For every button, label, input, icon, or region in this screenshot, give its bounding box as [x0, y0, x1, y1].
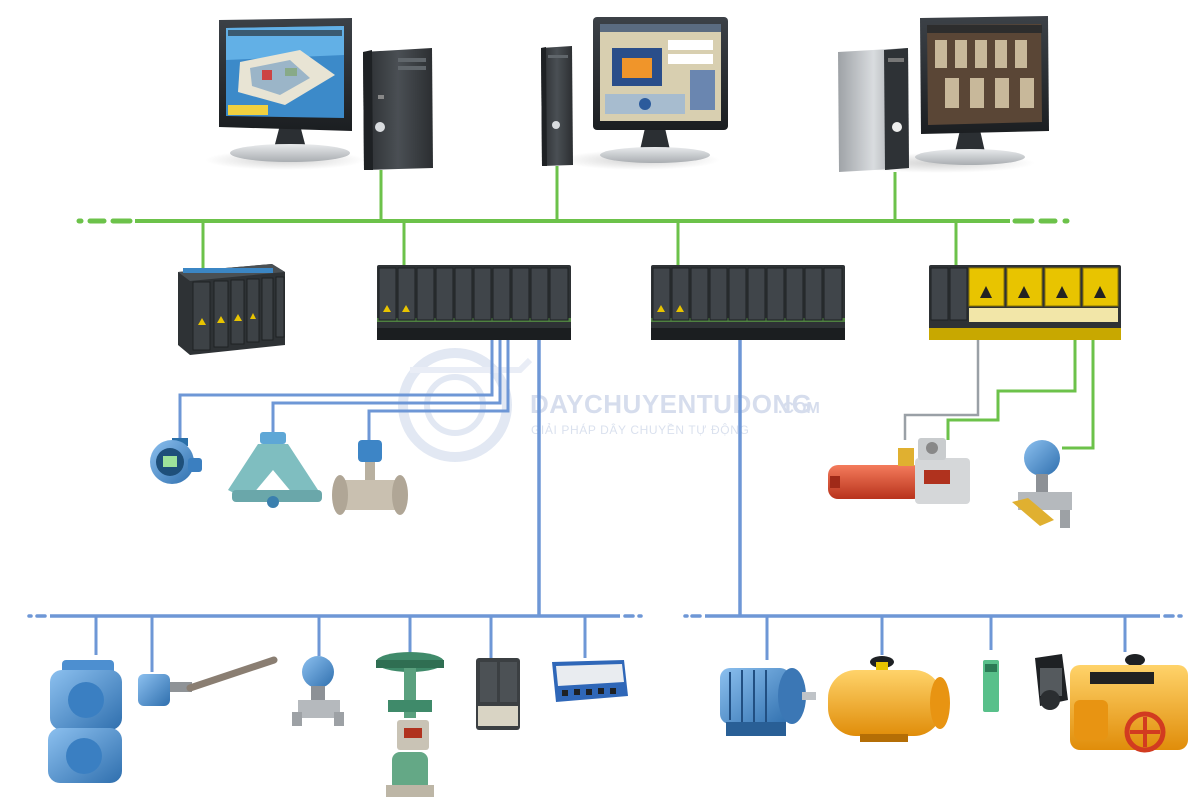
control-network: [76, 166, 1095, 450]
pneumatic-actuator-icon: [828, 438, 970, 504]
explosion-proof-enclosure-icon: [48, 660, 122, 783]
electric-valve-actuator-icon: [1035, 654, 1188, 753]
pc-tower-3-icon: [838, 48, 909, 172]
wire-rack4-actuator-green: [946, 340, 1077, 440]
pc-tower-1-icon: [363, 48, 433, 170]
wire-rack4-actuator-grey: [903, 340, 980, 440]
intrinsically-safe-io-rack-icon: [929, 265, 1121, 340]
watermark-domain-suffix: .COM: [778, 400, 820, 417]
pressure-transmitter-icon: [1012, 440, 1072, 528]
electric-motor-icon: [720, 668, 816, 736]
io-rack-icon: [377, 265, 571, 340]
temperature-probe-icon: [138, 656, 278, 706]
proximity-sensor-icon: [983, 660, 999, 712]
watermark-tagline: GIẢI PHÁP DÂY CHUYỀN TỰ ĐỘNG: [531, 422, 749, 437]
control-valve-icon: [376, 652, 444, 797]
controller-rack-icon: [178, 264, 285, 355]
rotary-actuator-icon: [828, 656, 950, 742]
analog-wiring: [903, 340, 980, 440]
field-network: [27, 340, 1183, 672]
vortex-flowmeter-icon: [332, 440, 408, 515]
wire-rack2-vortex: [367, 340, 510, 440]
watermark: DAYCHUYENTUDONG .COM GIẢI PHÁP DÂY CHUYỀ…: [398, 348, 820, 462]
io-module-icon: [476, 658, 520, 730]
workstation-3: [838, 16, 1049, 173]
workstation-1: [205, 18, 433, 170]
pressure-transmitter-icon: [292, 656, 344, 726]
workstation-process-hmi-icon: [915, 16, 1049, 165]
io-rack-icon: [651, 265, 845, 340]
workstation-boiler-hmi-icon: [593, 17, 728, 163]
signal-converter-icon: [552, 660, 628, 702]
workstation-2: [541, 17, 728, 170]
watermark-logo-icon: [398, 348, 533, 462]
watermark-brand: DAYCHUYENTUDONG: [530, 389, 812, 419]
wire-rack2-coriolis: [271, 340, 502, 432]
workstation-plant-overview-icon: [219, 18, 352, 162]
wire-rack2-indicator: [178, 340, 494, 438]
field-indicator-icon: [150, 438, 202, 484]
coriolis-flowmeter-icon: [228, 432, 322, 508]
wire-rack4-transmitter-green: [1062, 340, 1095, 450]
pc-tower-2-icon: [541, 46, 573, 166]
